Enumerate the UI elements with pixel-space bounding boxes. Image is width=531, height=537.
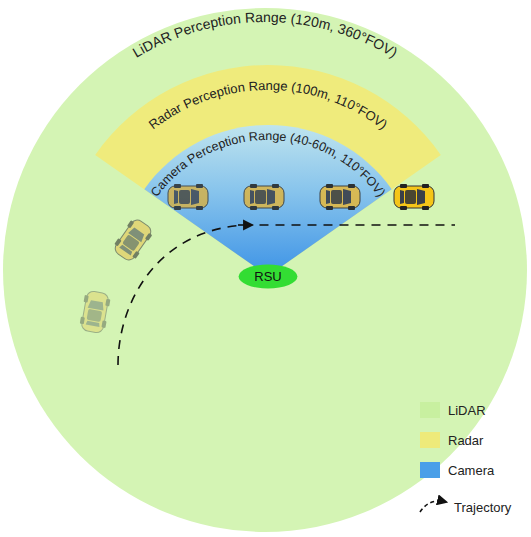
car — [244, 184, 284, 210]
trajectory-line — [118, 225, 455, 365]
node-text: RSU — [252, 269, 284, 284]
car — [79, 290, 112, 334]
legend-text: Trajectory — [454, 500, 511, 515]
legend-swatch — [420, 432, 440, 448]
legend-spacer — [420, 499, 446, 515]
vehicles — [79, 184, 434, 334]
legend-text: Radar — [448, 433, 483, 448]
camera-range — [144, 125, 391, 276]
range-label: LiDAR Perception Range (120m, 360°FOV) — [130, 9, 401, 61]
legend-row: Trajectory — [420, 499, 511, 515]
legend-row: Camera — [420, 462, 494, 478]
car — [320, 184, 360, 210]
car — [168, 184, 208, 210]
legend-text: LiDAR — [448, 403, 486, 418]
legend-trajectory-sample — [420, 501, 446, 512]
radar-range — [95, 65, 441, 276]
legend-row: LiDAR — [420, 402, 486, 418]
trajectory-arrow — [238, 224, 252, 226]
range-label: Camera Perception Range (40-60m, 110°FOV… — [148, 129, 388, 199]
lidar-range — [3, 8, 527, 532]
legend-swatch — [420, 402, 440, 418]
rsu-node: RSU — [238, 264, 298, 289]
car — [111, 216, 155, 264]
legend-text: Camera — [448, 463, 494, 478]
range-label: Radar Perception Range (100m, 110°FOV) — [146, 78, 391, 132]
legend-row: Radar — [420, 432, 483, 448]
legend-swatch — [420, 462, 440, 478]
car — [394, 184, 434, 210]
